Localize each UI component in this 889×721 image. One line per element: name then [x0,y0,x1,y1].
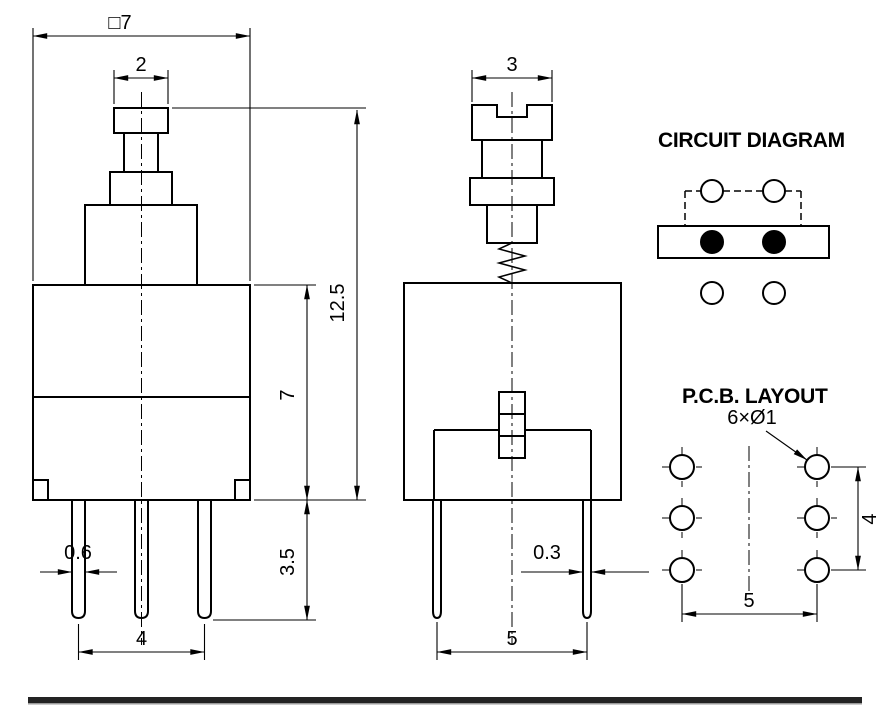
spring-symbol [496,242,528,284]
front-view: □7 2 12.5 7 3.5 0.6 4 [32,12,366,660]
dim-cap-width-label: 2 [135,54,146,76]
circuit-terminal-bottom-right [762,281,786,305]
front-body-notch-right [234,479,250,500]
pcb-hole-top-left [669,454,695,480]
circuit-terminal-top-right [762,179,786,203]
front-pin-left [71,500,86,620]
circuit-diagram: CIRCUIT DIAGRAM [657,129,845,305]
circuit-terminal-bottom-left [700,281,724,305]
front-body-notch-left [33,479,49,500]
dim-side-pin-width-label: 0.3 [533,542,561,564]
pcb-hole-leader-line [765,430,808,461]
pcb-hole-bottom-left [669,557,695,583]
circuit-movable-contact-dashed [684,190,802,226]
circuit-terminal-mid-right-filled [762,230,786,254]
side-view-dimension-labels: 3 0.3 5 [506,54,560,650]
side-pin-left [432,500,442,620]
circuit-terminal-top-left [700,179,724,203]
dim-body-height-label: 7 [277,389,299,400]
dim-side-cap-width-label: 3 [506,54,517,76]
dim-side-pin-span-label: 5 [506,628,517,650]
dim-pin-width-label: 0.6 [64,542,92,564]
divider-bar [28,697,862,703]
pcb-row-span-label: 4 [859,513,881,524]
circuit-common-bar [657,225,830,259]
dim-pin-span-label: 4 [136,628,147,650]
front-pin-right [197,500,212,620]
pcb-hole-size-label: 6×Ø1 [727,407,776,429]
side-pin-right [582,500,592,620]
dim-total-height-label: 12.5 [327,284,349,323]
circuit-terminal-mid-left-filled [700,230,724,254]
circuit-diagram-title: CIRCUIT DIAGRAM [658,129,845,152]
pcb-layout: P.C.B. LAYOUT 6×Ø1 [662,385,881,622]
pcb-dimension-labels: 4 5 [743,513,881,612]
front-view-dimension-labels: □7 2 12.5 7 3.5 0.6 4 [64,12,349,650]
divider-shadow [28,703,862,705]
pcb-layout-title: P.C.B. LAYOUT [682,385,828,408]
side-view-dimension-lines [436,70,649,660]
side-view: 3 0.3 5 [403,54,649,660]
pcb-hole-bottom-right [804,557,830,583]
dim-overall-width-label: □7 [108,12,131,34]
pcb-dimension-lines [681,466,866,622]
pcb-col-span-label: 5 [743,590,754,612]
pcb-hole-mid-left [669,505,695,531]
front-view-dimension-lines [32,28,366,660]
pcb-hole-top-right [804,454,830,480]
pcb-holes [669,454,830,583]
pcb-hole-mid-right [804,505,830,531]
bottom-divider [28,697,862,705]
dim-pin-length-label: 3.5 [277,548,299,576]
